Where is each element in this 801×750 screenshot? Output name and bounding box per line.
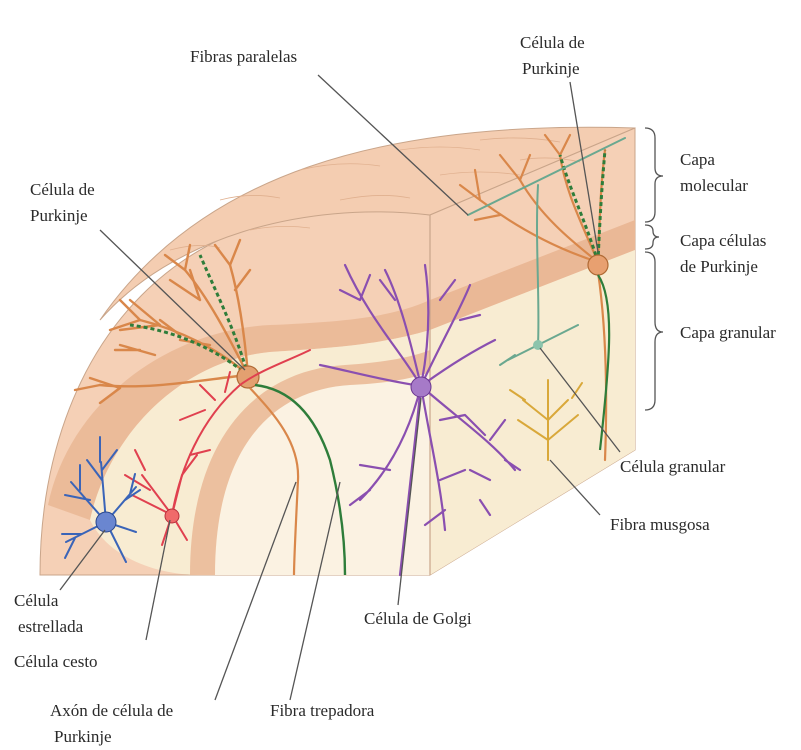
label-axon-line2: Purkinje — [54, 727, 112, 746]
label-capa-molecular-line2: molecular — [680, 176, 748, 195]
label-capa-purkinje: Capa células de Purkinje — [680, 231, 771, 276]
label-axon-purkinje: Axón de célula de Purkinje — [50, 701, 177, 746]
label-celula-estrellada: Célula estrellada — [14, 591, 84, 636]
label-purkinje-right-line2: Purkinje — [522, 59, 580, 78]
label-capa-granular: Capa granular — [680, 323, 776, 342]
label-celula-golgi: Célula de Golgi — [364, 609, 472, 628]
label-estrellada-line2: estrellada — [18, 617, 84, 636]
label-capa-purkinje-line2: de Purkinje — [680, 257, 758, 276]
label-purkinje-left-line2: Purkinje — [30, 206, 88, 225]
label-celula-cesto: Célula cesto — [14, 652, 98, 671]
label-celula-granular: Célula granular — [620, 457, 726, 476]
golgi-soma — [411, 377, 431, 397]
label-estrellada-line1: Célula — [14, 591, 59, 610]
stellate-soma — [96, 512, 116, 532]
label-capa-purkinje-line1: Capa células — [680, 231, 766, 250]
label-fibra-trepadora: Fibra trepadora — [270, 701, 375, 720]
label-purkinje-left-line1: Célula de — [30, 180, 95, 199]
label-capa-molecular-line1: Capa — [680, 150, 715, 169]
label-purkinje-right: Célula de Purkinje — [520, 33, 589, 78]
label-fibras-paralelas: Fibras paralelas — [190, 47, 297, 66]
label-purkinje-left: Célula de Purkinje — [30, 180, 99, 225]
brace-granular — [645, 252, 663, 410]
label-fibra-musgosa: Fibra musgosa — [610, 515, 710, 534]
granule-soma — [533, 340, 543, 350]
label-purkinje-right-line1: Célula de — [520, 33, 585, 52]
brace-purkinje — [645, 225, 659, 249]
purkinje-soma-right — [588, 255, 608, 275]
label-capa-molecular: Capa molecular — [680, 150, 748, 195]
layer-braces — [645, 128, 663, 410]
basket-soma — [165, 509, 179, 523]
brace-molecular — [645, 128, 663, 222]
label-axon-line1: Axón de célula de — [50, 701, 173, 720]
